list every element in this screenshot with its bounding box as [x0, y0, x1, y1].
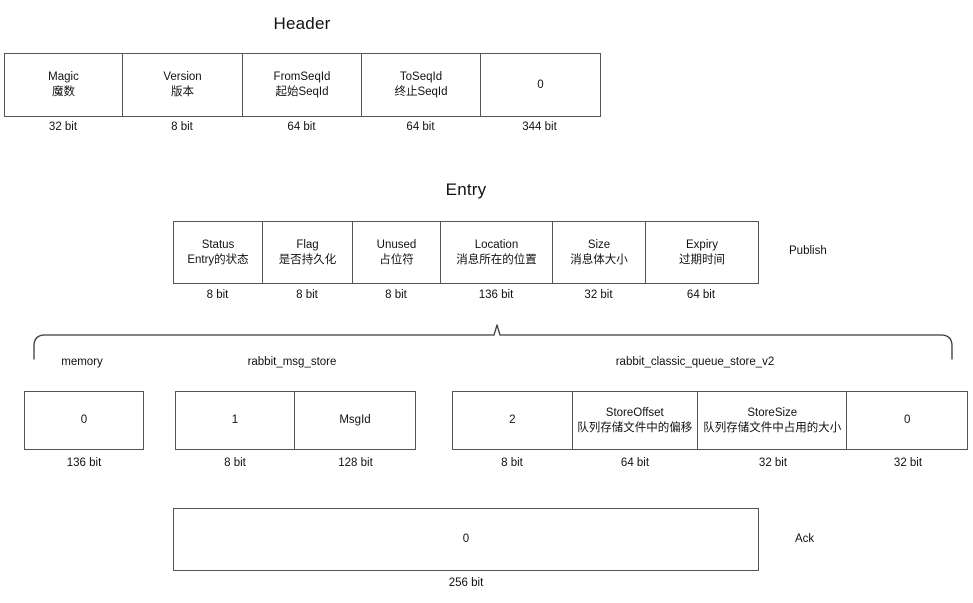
brace-icon	[33, 324, 953, 360]
memory-field-zero: 0	[25, 392, 143, 449]
header-field-magic: Magic 魔数	[5, 54, 123, 116]
header-bit-sizes: 32 bit 8 bit 64 bit 64 bit 344 bit	[4, 120, 601, 134]
field-subtitle: 起始SeqId	[275, 86, 329, 98]
bit-size: 32 bit	[758, 457, 788, 469]
field-name: Status	[201, 238, 235, 251]
field-subtitle: 版本	[171, 86, 194, 98]
field-name: Expiry	[686, 238, 718, 251]
memory-bit-sizes: 136 bit	[24, 456, 144, 470]
bit-size: 256 bit	[448, 577, 484, 589]
entry-field-strip: Status Entry的状态 Flag 是否持久化 Unused 占位符 Lo…	[173, 221, 759, 284]
field-subtitle: 消息所在的位置	[456, 253, 537, 266]
field-name: ToSeqId	[399, 71, 443, 83]
header-section-title: Header	[273, 14, 331, 33]
classic-queue-field-padding: 0	[847, 392, 967, 449]
classic-queue-bit-sizes: 8 bit 64 bit 32 bit 32 bit	[452, 456, 968, 470]
ack-field-zero: 0	[174, 509, 758, 570]
field-name: StoreSize	[747, 406, 798, 419]
msg-store-field-msgid: MsgId	[295, 392, 415, 449]
bit-size: 136 bit	[478, 289, 514, 301]
msg-store-variant-strip: 1 MsgId	[175, 391, 416, 450]
entry-field-unused: Unused 占位符	[353, 222, 441, 283]
entry-field-size: Size 消息体大小	[553, 222, 646, 283]
field-subtitle: Entry的状态	[187, 253, 249, 266]
field-subtitle: 终止SeqId	[394, 86, 448, 98]
entry-field-status: Status Entry的状态	[174, 222, 263, 283]
classic-queue-field-storeoffset: StoreOffset 队列存储文件中的偏移	[572, 392, 699, 449]
entry-publish-label: Publish	[789, 245, 827, 257]
field-name: 1	[231, 414, 239, 426]
field-subtitle: 消息体大小	[570, 253, 628, 266]
group-label-rabbit-classic-queue-store-v2: rabbit_classic_queue_store_v2	[615, 356, 775, 368]
header-field-version: Version 版本	[123, 54, 243, 116]
field-name: 0	[537, 78, 544, 91]
entry-field-location: Location 消息所在的位置	[441, 222, 553, 283]
field-name: 0	[80, 414, 88, 426]
field-name: Location	[474, 238, 519, 251]
classic-queue-field-storesize: StoreSize 队列存储文件中占用的大小	[698, 392, 848, 449]
field-name: StoreOffset	[605, 406, 664, 419]
ack-label: Ack	[795, 533, 815, 545]
bit-size: 8 bit	[206, 289, 229, 301]
field-subtitle: 是否持久化	[278, 253, 337, 266]
bit-size: 136 bit	[66, 457, 102, 469]
field-name: Magic	[48, 71, 79, 83]
ack-field-strip: 0	[173, 508, 759, 571]
bit-size: 344 bit	[522, 121, 557, 133]
bit-size: 8 bit	[171, 121, 193, 133]
bit-size: 64 bit	[406, 121, 435, 133]
bit-size: 8 bit	[296, 289, 318, 301]
bit-size: 64 bit	[620, 457, 650, 469]
field-name: Unused	[376, 238, 417, 251]
location-expansion-brace	[0, 318, 973, 362]
header-field-fromseqid: FromSeqId 起始SeqId	[243, 54, 362, 116]
entry-bit-sizes: 8 bit 8 bit 8 bit 136 bit 32 bit 64 bit	[173, 288, 759, 302]
field-name: MsgId	[339, 414, 371, 426]
entry-section-title: Entry	[445, 180, 487, 199]
entry-field-expiry: Expiry 过期时间	[646, 222, 758, 283]
entry-field-flag: Flag 是否持久化	[263, 222, 353, 283]
field-subtitle: 占位符	[379, 253, 414, 266]
bit-size: 32 bit	[48, 121, 78, 133]
bit-size: 8 bit	[385, 289, 407, 301]
field-subtitle: 队列存储文件中的偏移	[577, 421, 693, 434]
bit-size: 8 bit	[501, 457, 523, 469]
classic-queue-store-variant-strip: 2 StoreOffset 队列存储文件中的偏移 StoreSize 队列存储文…	[452, 391, 968, 450]
bit-size: 64 bit	[287, 121, 316, 133]
classic-queue-field-tag: 2	[453, 392, 573, 449]
field-subtitle: 魔数	[52, 86, 75, 98]
bit-size: 32 bit	[584, 289, 613, 301]
field-name: Version	[163, 71, 202, 83]
field-name: Size	[587, 238, 611, 251]
field-name: Flag	[296, 238, 319, 251]
header-field-padding: 0	[481, 54, 600, 116]
field-name: 0	[904, 414, 911, 426]
ack-bit-sizes: 256 bit	[173, 576, 759, 590]
field-name: FromSeqId	[273, 71, 331, 83]
field-subtitle: 过期时间	[679, 253, 725, 266]
field-name: 0	[462, 533, 470, 545]
group-label-memory: memory	[61, 356, 103, 368]
bit-size: 32 bit	[893, 457, 923, 469]
msg-store-field-tag: 1	[176, 392, 296, 449]
header-field-toseqid: ToSeqId 终止SeqId	[362, 54, 481, 116]
bit-size: 8 bit	[224, 457, 246, 469]
bit-size: 128 bit	[338, 457, 373, 469]
msg-store-bit-sizes: 8 bit 128 bit	[175, 456, 416, 470]
group-label-rabbit-msg-store: rabbit_msg_store	[247, 356, 337, 368]
field-name: 2	[509, 414, 516, 426]
memory-variant-strip: 0	[24, 391, 144, 450]
bit-size: 64 bit	[686, 289, 716, 301]
header-field-strip: Magic 魔数 Version 版本 FromSeqId 起始SeqId To…	[4, 53, 601, 117]
field-subtitle: 队列存储文件中占用的大小	[703, 421, 842, 434]
